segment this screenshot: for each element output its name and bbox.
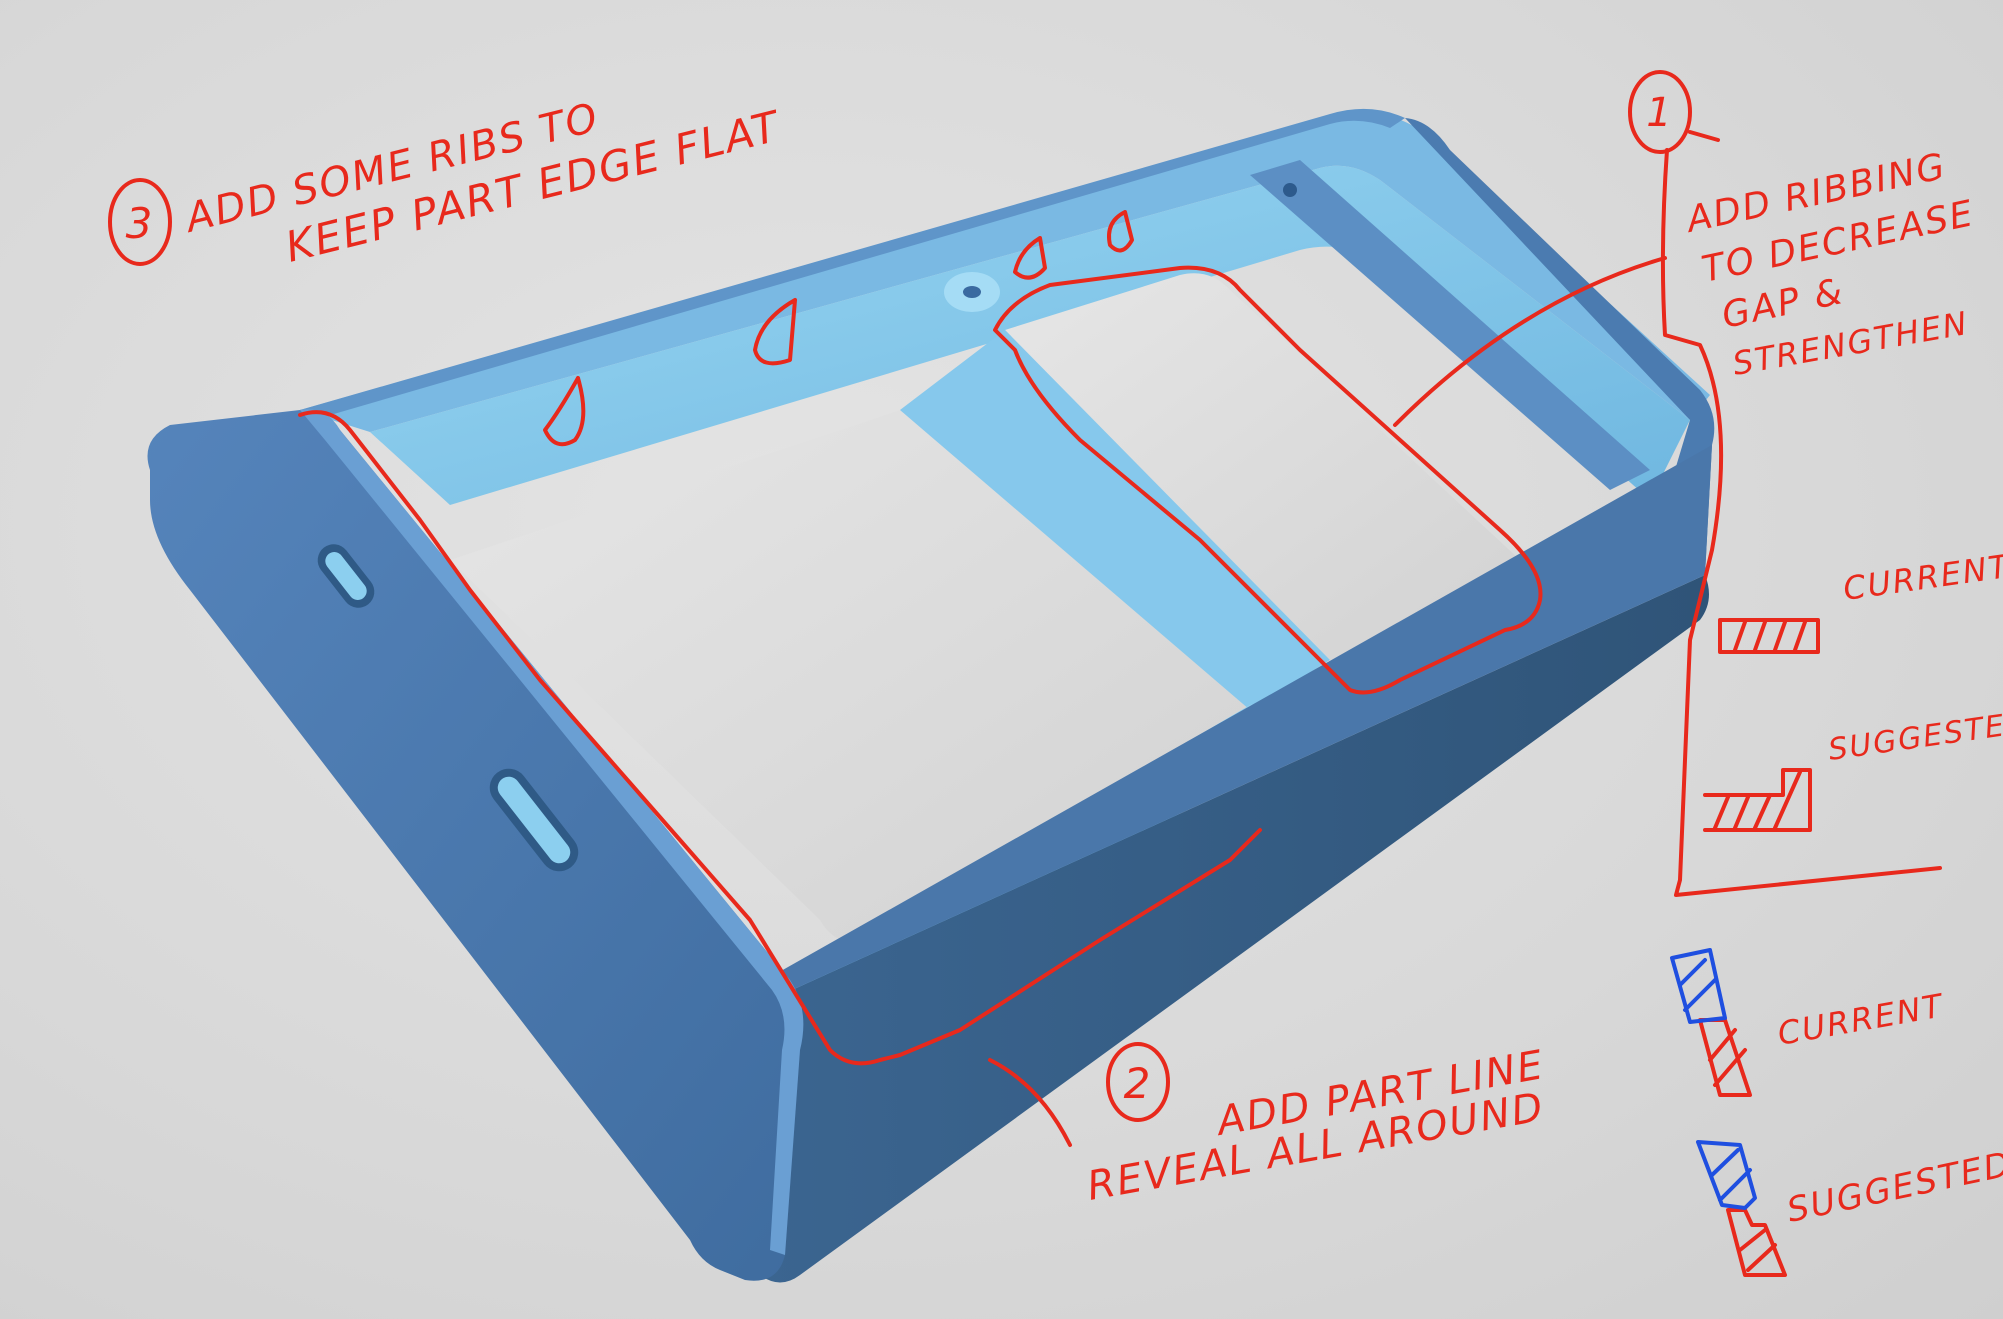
- note1-number: 1: [1646, 90, 1673, 136]
- section-sketch-group: [1660, 148, 1942, 1277]
- circle-1-tail: [1688, 130, 1720, 142]
- reveal-current-blue: [1670, 948, 1727, 1024]
- reveal-current-label: CURRENT: [1775, 986, 1947, 1053]
- blue-sketch-group: [1670, 948, 1757, 1210]
- back-wall-top: [300, 108, 1405, 418]
- bracket-part: [147, 108, 1715, 1283]
- reveal-suggested-red: [1726, 1208, 1787, 1277]
- circle-number-3: [108, 178, 172, 266]
- right-ledge: [1250, 160, 1650, 490]
- rib-mark-4: [1107, 210, 1134, 253]
- front-wall-top: [765, 445, 1712, 1000]
- left-end-plate: [147, 409, 804, 1281]
- note2-number: 2: [1124, 1059, 1153, 1108]
- rib-suggested-label: SUGGESTED: [1826, 705, 2003, 768]
- rib-mark-1: [543, 376, 586, 447]
- rib-current-hatch: [1733, 620, 1807, 652]
- reveal-suggested-red-hatch: [1738, 1228, 1777, 1272]
- circle-number-2: [1106, 1042, 1170, 1122]
- reveal-suggested-label: SUGGESTED: [1784, 1144, 2003, 1231]
- leader-note2: [988, 1058, 1072, 1147]
- slot-upper-inner: [325, 552, 367, 600]
- rib-mark-2: [753, 298, 797, 366]
- boss-top-hole: [963, 286, 981, 298]
- reveal-suggested-blue-hatch: [1710, 1148, 1752, 1202]
- rib-current-label: CURRENT: [1841, 547, 2003, 608]
- front-wall: [760, 575, 1709, 1283]
- rib-mark-3: [1013, 236, 1047, 280]
- right-opening: [1005, 273, 1528, 660]
- bracket-line: [1660, 148, 1942, 897]
- left-opening: [450, 410, 1250, 943]
- screw-hole-1: [1283, 183, 1297, 197]
- reveal-outline-right: [993, 265, 1543, 695]
- reveal-current-red-hatch: [1708, 1028, 1747, 1087]
- reveal-outline-left: [298, 410, 1262, 1066]
- rib-suggested-hatch: [1713, 770, 1802, 830]
- circle-number-1: [1628, 70, 1692, 154]
- circled-numbers: [108, 70, 1720, 1122]
- leader-note1: [1393, 256, 1667, 427]
- rib-current-shape: [1718, 618, 1820, 654]
- slot-lower-inner: [497, 776, 571, 864]
- reveal-current-blue-hatch: [1678, 958, 1717, 1012]
- center-rib: [900, 330, 1330, 710]
- reveal-suggested-blue: [1696, 1140, 1757, 1210]
- back-wall: [300, 113, 1710, 432]
- reveal-current-red: [1698, 1018, 1752, 1097]
- markup-strokes: [298, 210, 1667, 1147]
- note3-number: 3: [126, 199, 155, 248]
